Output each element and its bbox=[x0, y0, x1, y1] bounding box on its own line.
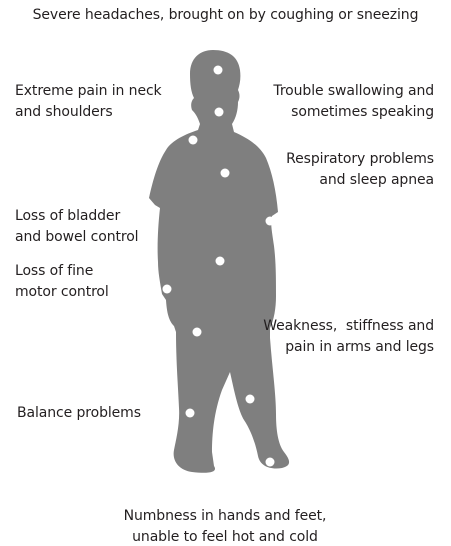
label-bladder: Loss of bladder and bowel control bbox=[15, 206, 138, 248]
label-numbness: Numbness in hands and feet, unable to fe… bbox=[80, 506, 370, 546]
label-neck-shoulders: Extreme pain in neck and shoulders bbox=[15, 81, 162, 123]
label-line: pain in arms and legs bbox=[263, 337, 434, 358]
label-line: and sleep apnea bbox=[286, 170, 434, 191]
label-line: Respiratory problems bbox=[286, 149, 434, 170]
label-line: motor control bbox=[15, 282, 109, 303]
label-line: Weakness, stiffness and bbox=[263, 316, 434, 337]
label-line: Loss of fine bbox=[15, 261, 109, 282]
marker-abdomen bbox=[216, 257, 225, 266]
label-headaches-text: Severe headaches, brought on by coughing… bbox=[0, 5, 451, 26]
label-headaches: Severe headaches, brought on by coughing… bbox=[0, 5, 451, 26]
marker-shoulder bbox=[189, 136, 198, 145]
label-balance: Balance problems bbox=[17, 403, 141, 424]
label-line: Balance problems bbox=[17, 403, 141, 424]
label-line: sometimes speaking bbox=[273, 102, 434, 123]
label-line: unable to feel hot and cold bbox=[80, 527, 370, 546]
label-line: Extreme pain in neck bbox=[15, 81, 162, 102]
marker-foot bbox=[266, 458, 275, 467]
label-line: Numbness in hands and feet, bbox=[80, 506, 370, 527]
label-fine-motor: Loss of fine motor control bbox=[15, 261, 109, 303]
label-respiratory: Respiratory problems and sleep apnea bbox=[286, 149, 434, 191]
marker-head bbox=[214, 66, 223, 75]
marker-chest bbox=[221, 169, 230, 178]
label-line: and shoulders bbox=[15, 102, 162, 123]
marker-left-hand bbox=[163, 285, 172, 294]
label-swallowing: Trouble swallowing and sometimes speakin… bbox=[273, 81, 434, 123]
label-line: and bowel control bbox=[15, 227, 138, 248]
label-weakness: Weakness, stiffness and pain in arms and… bbox=[263, 316, 434, 358]
marker-knee bbox=[246, 395, 255, 404]
marker-throat bbox=[215, 108, 224, 117]
marker-thigh bbox=[193, 328, 202, 337]
marker-right-arm bbox=[266, 217, 275, 226]
label-line: Trouble swallowing and bbox=[273, 81, 434, 102]
label-line: Loss of bladder bbox=[15, 206, 138, 227]
marker-left-shin bbox=[186, 409, 195, 418]
